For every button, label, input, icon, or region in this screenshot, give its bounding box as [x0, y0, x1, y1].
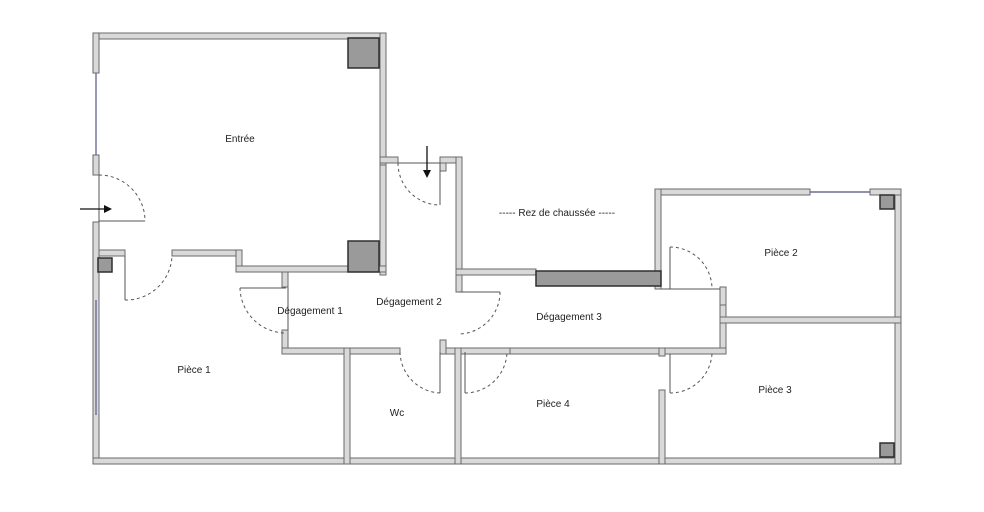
room-label-degagement-3: Dégagement 3 — [536, 312, 602, 323]
wall-piece4-right-upper — [658, 347, 666, 357]
wall-deg3-top — [455, 268, 537, 276]
door-piece4-swing — [464, 351, 508, 394]
door-piece3-swing — [669, 353, 713, 394]
wall-entree-left-upper — [92, 32, 100, 74]
walls — [92, 32, 902, 465]
room-label-piece-2: Pièce 2 — [764, 248, 798, 259]
wall-entree-bottom-right — [171, 249, 243, 257]
wall-wc-right-upper — [439, 339, 447, 355]
wall-piece2-top-left — [654, 188, 811, 196]
pillar-piece1-top-left — [97, 257, 113, 273]
room-label-degagement-1: Dégagement 1 — [277, 306, 343, 317]
room-label-piece-1: Pièce 1 — [177, 365, 211, 376]
wall-piece2-left — [654, 188, 662, 290]
room-label-wc: Wc — [390, 408, 404, 419]
wall-entree-bottom-low — [235, 265, 387, 273]
room-label-piece-4: Pièce 4 — [536, 399, 570, 410]
wall-piece1-right — [343, 347, 351, 465]
door-deg1-swing — [239, 287, 287, 334]
room-label-degagement-2: Dégagement 2 — [376, 297, 442, 308]
pillar-piece2-top-right — [879, 194, 895, 210]
entry-arrows — [80, 146, 431, 213]
pillar-entree-top-right — [347, 37, 380, 69]
windows — [95, 73, 870, 415]
wall-corridor-bottom-right — [509, 347, 671, 355]
wall-corridor-bottom — [281, 347, 401, 355]
door-piece2-swing — [669, 246, 713, 290]
door-deg2-top-swing — [397, 162, 441, 206]
door-entree-swing — [98, 174, 146, 222]
wall-deg1-top — [281, 271, 289, 288]
wall-piece4-right — [658, 389, 666, 465]
door-piece1-swing — [124, 255, 173, 301]
pillars — [97, 37, 895, 458]
door-wc-swing — [399, 351, 441, 394]
wall-entree-left-mid — [92, 154, 100, 176]
wall-right — [894, 188, 902, 465]
wall-deg3-bottom-right — [664, 347, 727, 355]
pillar-piece3-bottom-right — [879, 442, 895, 458]
wall-piece2-top-right — [869, 188, 902, 196]
wall-deg2-inner — [439, 162, 447, 172]
wall-bottom — [92, 457, 902, 465]
wall-deg3-right-lower — [719, 304, 727, 354]
wall-deg3-right-upper — [719, 286, 727, 306]
wall-top-connector — [379, 156, 399, 164]
wall-entree-right-lower — [379, 164, 387, 276]
arrow-deg2-icon — [423, 170, 431, 178]
wall-wc-right — [454, 347, 462, 465]
floor-label: ----- Rez de chaussée ----- — [499, 208, 615, 219]
door-deg3-swing — [458, 291, 501, 335]
room-label-entree: Entrée — [225, 134, 255, 145]
wall-piece2-piece3 — [719, 316, 902, 324]
labels: ----- Rez de chaussée ----- Entrée Dégag… — [177, 134, 798, 419]
wall-entree-right — [379, 32, 387, 166]
doors — [98, 162, 720, 394]
arrow-entree-icon — [104, 205, 112, 213]
room-label-piece-3: Pièce 3 — [758, 385, 792, 396]
pillar-entree-bottom-right — [347, 240, 380, 273]
long-cabinet — [535, 270, 662, 287]
wall-entree-top — [92, 32, 387, 40]
